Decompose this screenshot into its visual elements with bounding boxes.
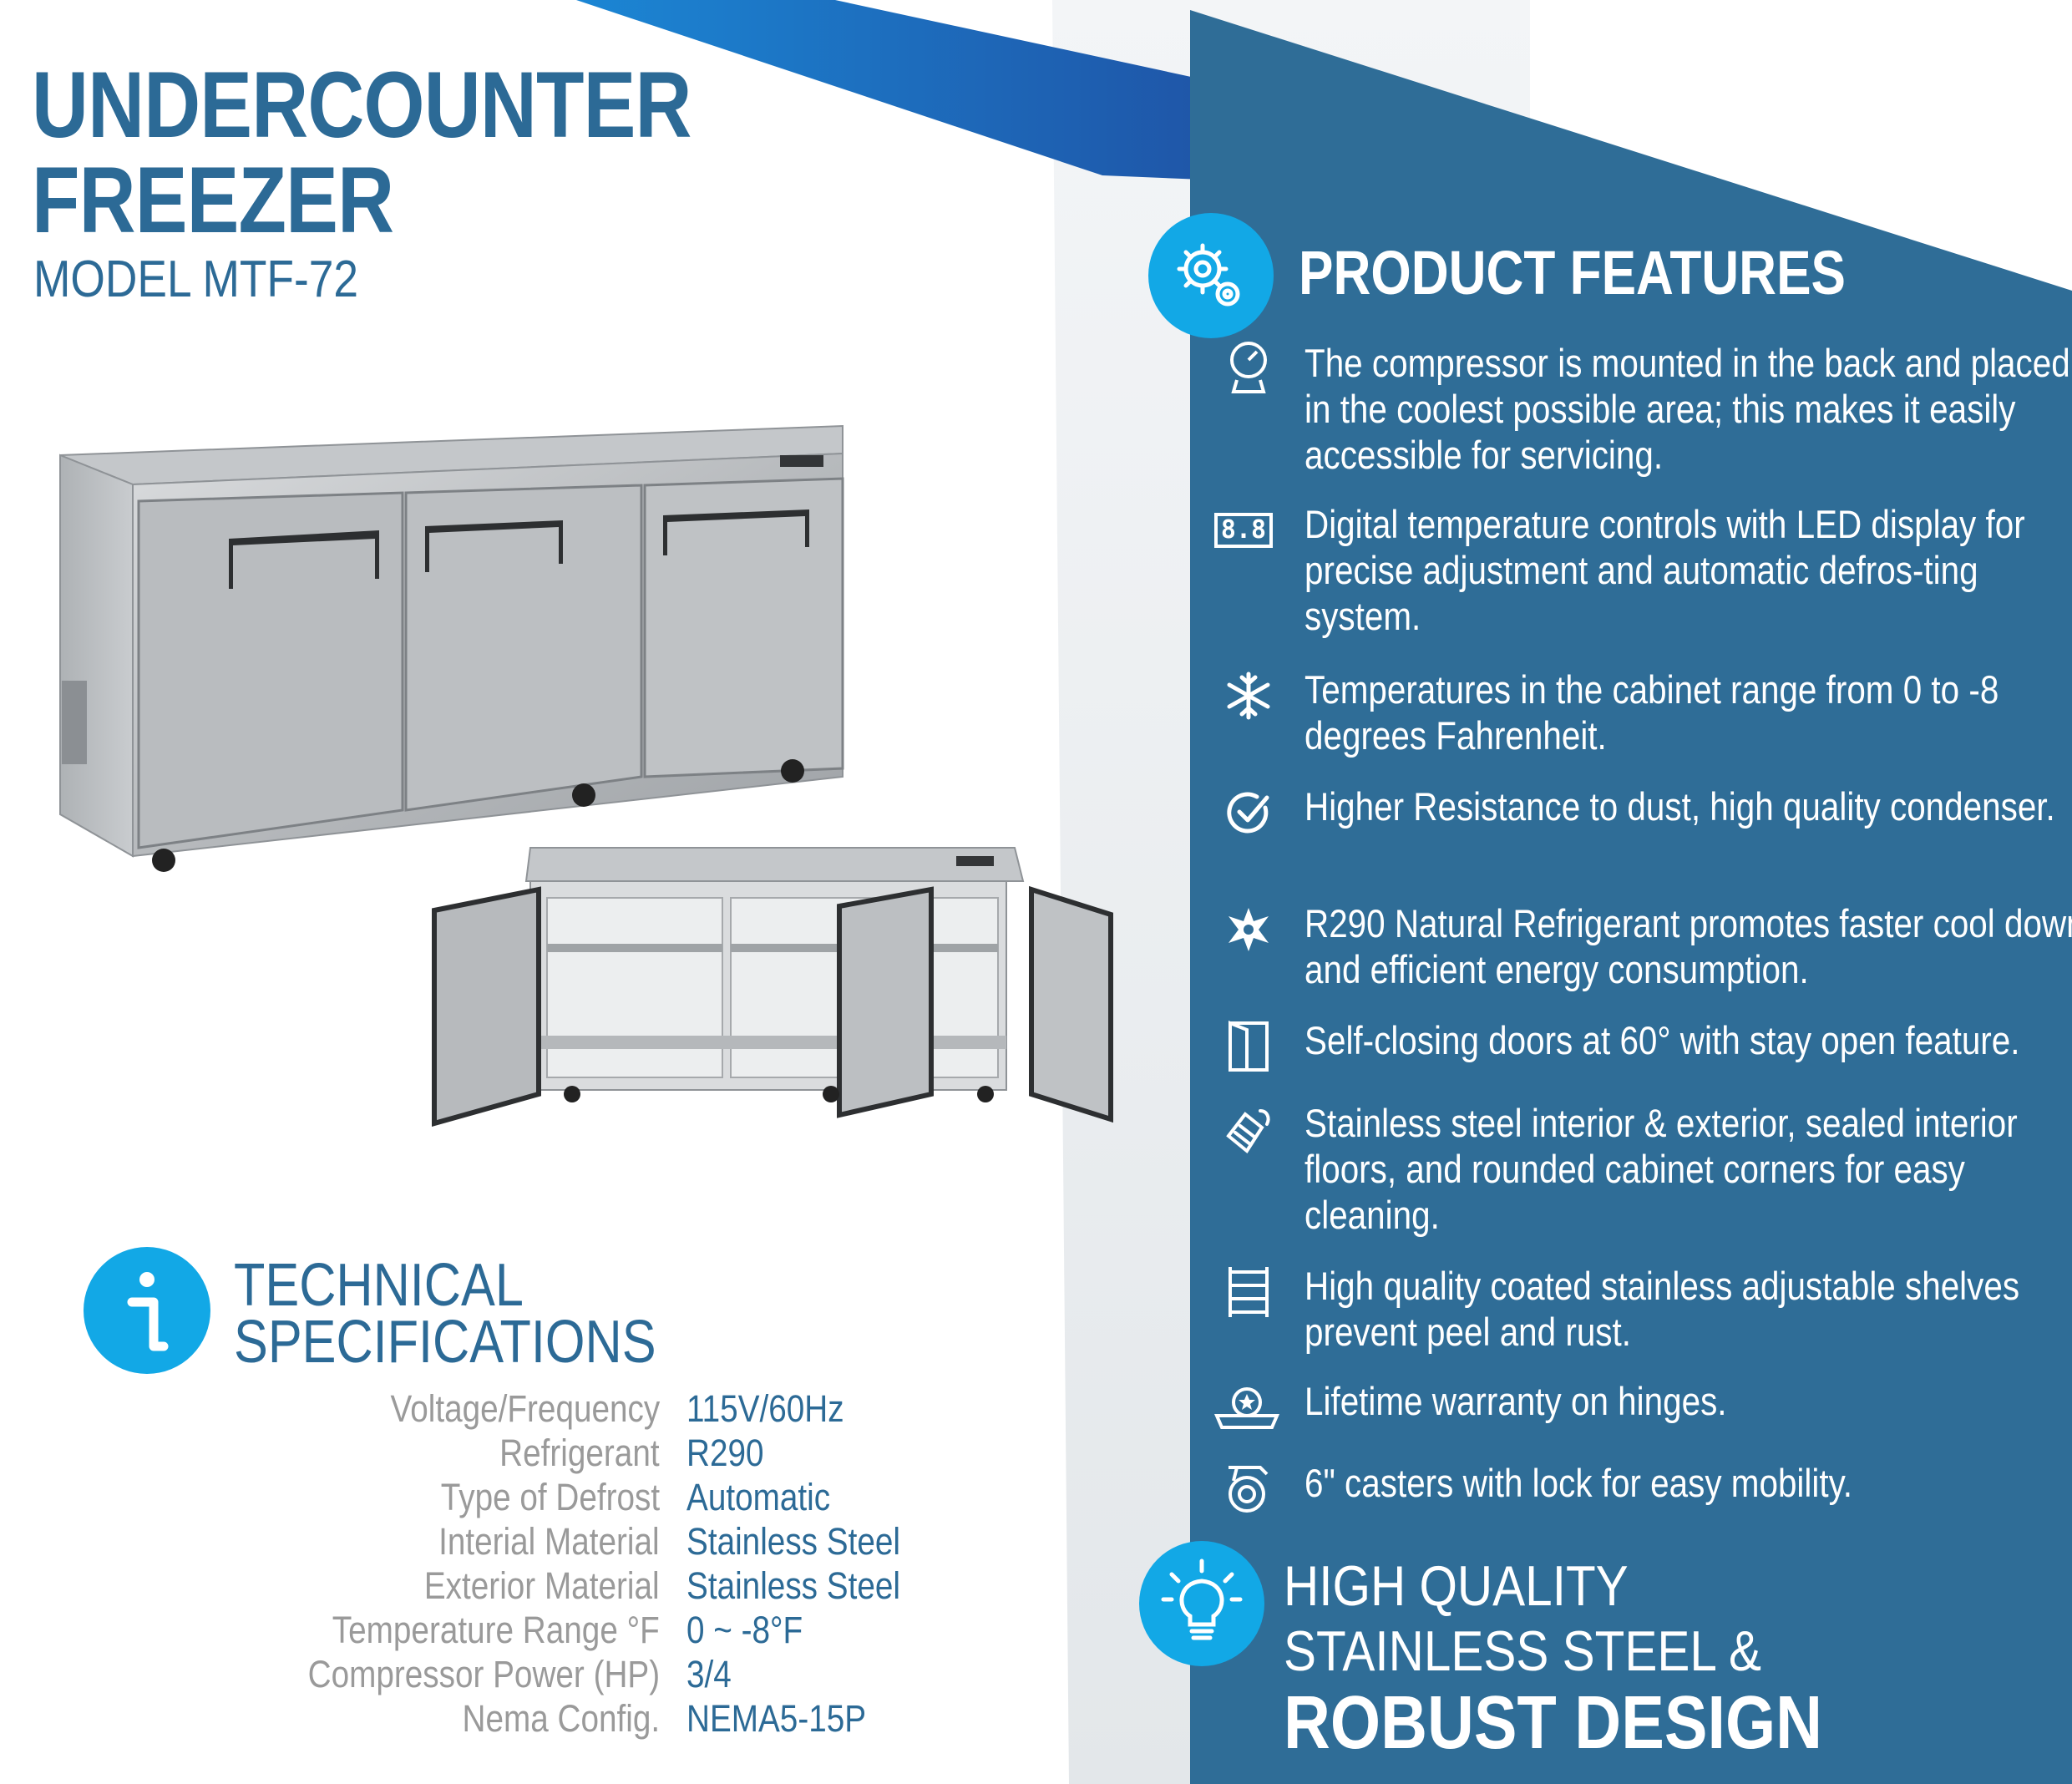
caster-wheel-icon [1219, 1463, 1278, 1515]
model-number: MODEL MTF-72 [33, 251, 359, 308]
features-title: PRODUCT FEATURES [1299, 238, 1846, 307]
warranty-badge-icon [1213, 1381, 1281, 1433]
snowflake-icon [1219, 670, 1278, 722]
specs-table: Voltage/Frequency 115V/60Hz Refrigerant R2… [167, 1386, 1002, 1741]
spec-label: Interial Material [438, 1520, 660, 1563]
shelves-icon [1219, 1266, 1278, 1318]
feature-text: High quality coated stainless adjustable… [1304, 1264, 2020, 1354]
cleaning-hand-icon [1219, 1103, 1278, 1155]
quality-line-2: STAINLESS STEEL & [1284, 1619, 1762, 1683]
spec-label: Voltage/Frequency [390, 1387, 660, 1430]
specs-heading-line-1: TECHNICAL [234, 1252, 524, 1319]
feature-text: Stainless steel interior & exterior, sea… [1304, 1101, 2018, 1237]
freezer-open-image [432, 847, 1113, 1127]
spec-label: Type of Defrost [440, 1476, 660, 1518]
title-line-2: FREEZER [32, 148, 394, 252]
gears-icon [1148, 213, 1274, 338]
title-line-1: UNDERCOUNTER [32, 53, 692, 157]
specs-heading-line-2: SPECIFICATIONS [234, 1309, 656, 1376]
feature-text: Self-closing doors at 60° with stay open… [1304, 1018, 2020, 1062]
feature-text: Digital temperature controls with LED di… [1304, 502, 2025, 638]
door-icon [1219, 1021, 1278, 1072]
spec-value: 3/4 [686, 1653, 732, 1695]
led-display-text: 8.8 [1213, 513, 1274, 548]
spec-value: Automatic [686, 1476, 831, 1518]
spec-value: Stainless Steel [686, 1520, 900, 1563]
specs-heading: TECHNICAL SPECIFICATIONS [234, 1252, 656, 1376]
feature-text: R290 Natural Refrigerant promotes faster… [1304, 901, 2072, 991]
feature-text: The compressor is mounted in the back an… [1304, 341, 2070, 477]
led-display-icon: 8.8 [1211, 504, 1276, 556]
info-icon [84, 1247, 210, 1374]
quality-line-1: HIGH QUALITY [1284, 1554, 1629, 1618]
lightbulb-icon [1139, 1541, 1264, 1666]
feature-text: 6" casters with lock for easy mobility. [1304, 1461, 1853, 1505]
spec-row: Type of Defrost Automatic [167, 1475, 1002, 1519]
spec-row: Exterior Material Stainless Steel [167, 1564, 1002, 1608]
feature-text: Lifetime warranty on hinges. [1304, 1379, 1727, 1423]
spec-label: Refrigerant [499, 1432, 660, 1474]
spec-row: Temperature Range °F 0 ~ -8°F [167, 1608, 1002, 1652]
feature-text: Temperatures in the cabinet range from 0… [1304, 667, 1999, 758]
page-title: UNDERCOUNTER FREEZER [32, 58, 692, 247]
feature-text: Higher Resistance to dust, high quality … [1304, 784, 2055, 829]
spec-label: Nema Config. [462, 1697, 660, 1740]
spec-value: 0 ~ -8°F [686, 1609, 803, 1651]
refrigerant-leaf-icon [1219, 904, 1278, 955]
spec-value: Stainless Steel [686, 1564, 900, 1607]
compressor-gauge-icon [1219, 342, 1278, 395]
spec-row: Voltage/Frequency 115V/60Hz [167, 1386, 1002, 1431]
spec-row: Interial Material Stainless Steel [167, 1519, 1002, 1564]
spec-value: 115V/60Hz [686, 1387, 844, 1430]
spec-row: Nema Config. NEMA5-15P [167, 1696, 1002, 1741]
features-panel [1190, 10, 2072, 1784]
spec-label: Temperature Range °F [332, 1609, 660, 1651]
freezer-closed-image [59, 424, 844, 872]
spec-label: Exterior Material [424, 1564, 660, 1607]
spec-label: Compressor Power (HP) [307, 1653, 660, 1695]
diagonal-stripe [576, 0, 1203, 180]
spec-row: Refrigerant R290 [167, 1431, 1002, 1475]
check-circle-icon [1219, 787, 1278, 839]
spec-value: R290 [686, 1432, 764, 1474]
spec-value: NEMA5-15P [686, 1697, 867, 1740]
spec-row: Compressor Power (HP) 3/4 [167, 1652, 1002, 1696]
quality-line-3: ROBUST DESIGN [1284, 1681, 1823, 1765]
